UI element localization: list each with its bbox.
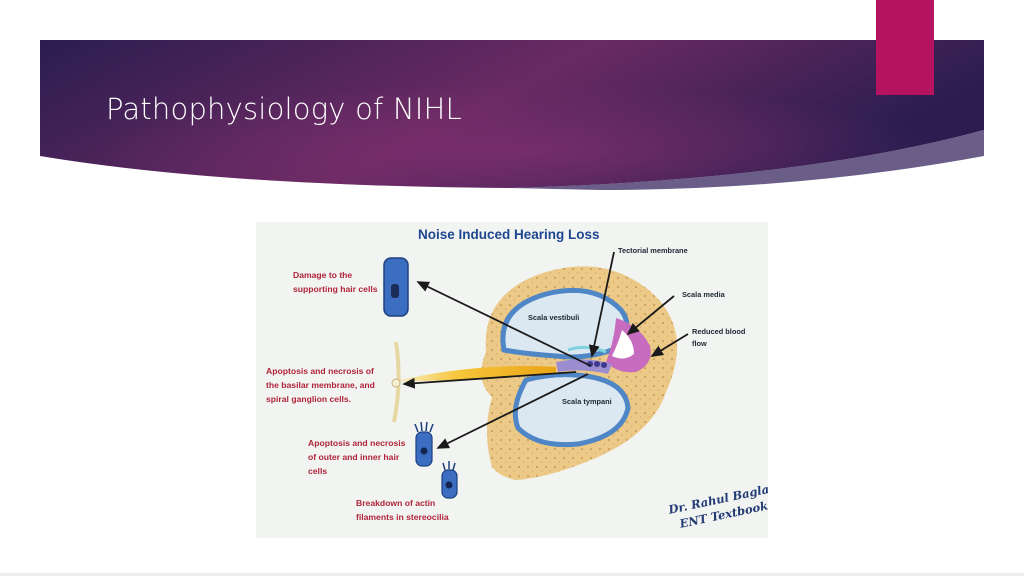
accent-tab <box>876 0 934 95</box>
hair-cell-icon <box>414 421 434 467</box>
bottom-rule <box>0 573 1024 576</box>
pointer-arrows <box>402 251 689 449</box>
label-breakdown: Breakdown of actin filaments in stereoci… <box>356 498 449 522</box>
slide-title: Pathophysiology of NIHL <box>106 92 462 126</box>
figure-heading: Noise Induced Hearing Loss <box>418 227 600 242</box>
label-apoptosis-hair: Apoptosis and necrosis of outer and inne… <box>308 438 408 476</box>
cochlear-nerve <box>391 366 556 382</box>
scala-tympani <box>512 372 631 448</box>
label-scala-tympani: Scala tympani <box>562 397 612 406</box>
label-scala-vestibuli: Scala vestibuli <box>528 313 579 322</box>
supporting-cell-icon <box>383 257 409 317</box>
label-reduced-blood-flow: Reduced blood flow <box>692 327 747 348</box>
label-scala-media: Scala media <box>682 290 726 299</box>
scala-media <box>606 318 651 373</box>
nihl-diagram: Noise Induced Hearing Loss <box>256 222 768 538</box>
stereocilia-icon <box>441 461 458 499</box>
label-tectorial-membrane: Tectorial membrane <box>618 246 688 255</box>
organ-of-corti <box>556 345 612 374</box>
label-damage: Damage to the supporting hair cells <box>293 270 378 294</box>
author-signature: Dr. Rahul Bagla ENT Textbook <box>666 482 768 531</box>
basilar-membrane-icon <box>391 341 401 423</box>
label-apoptosis-basilar: Apoptosis and necrosis of the basilar me… <box>266 366 377 404</box>
title-banner <box>40 40 984 190</box>
